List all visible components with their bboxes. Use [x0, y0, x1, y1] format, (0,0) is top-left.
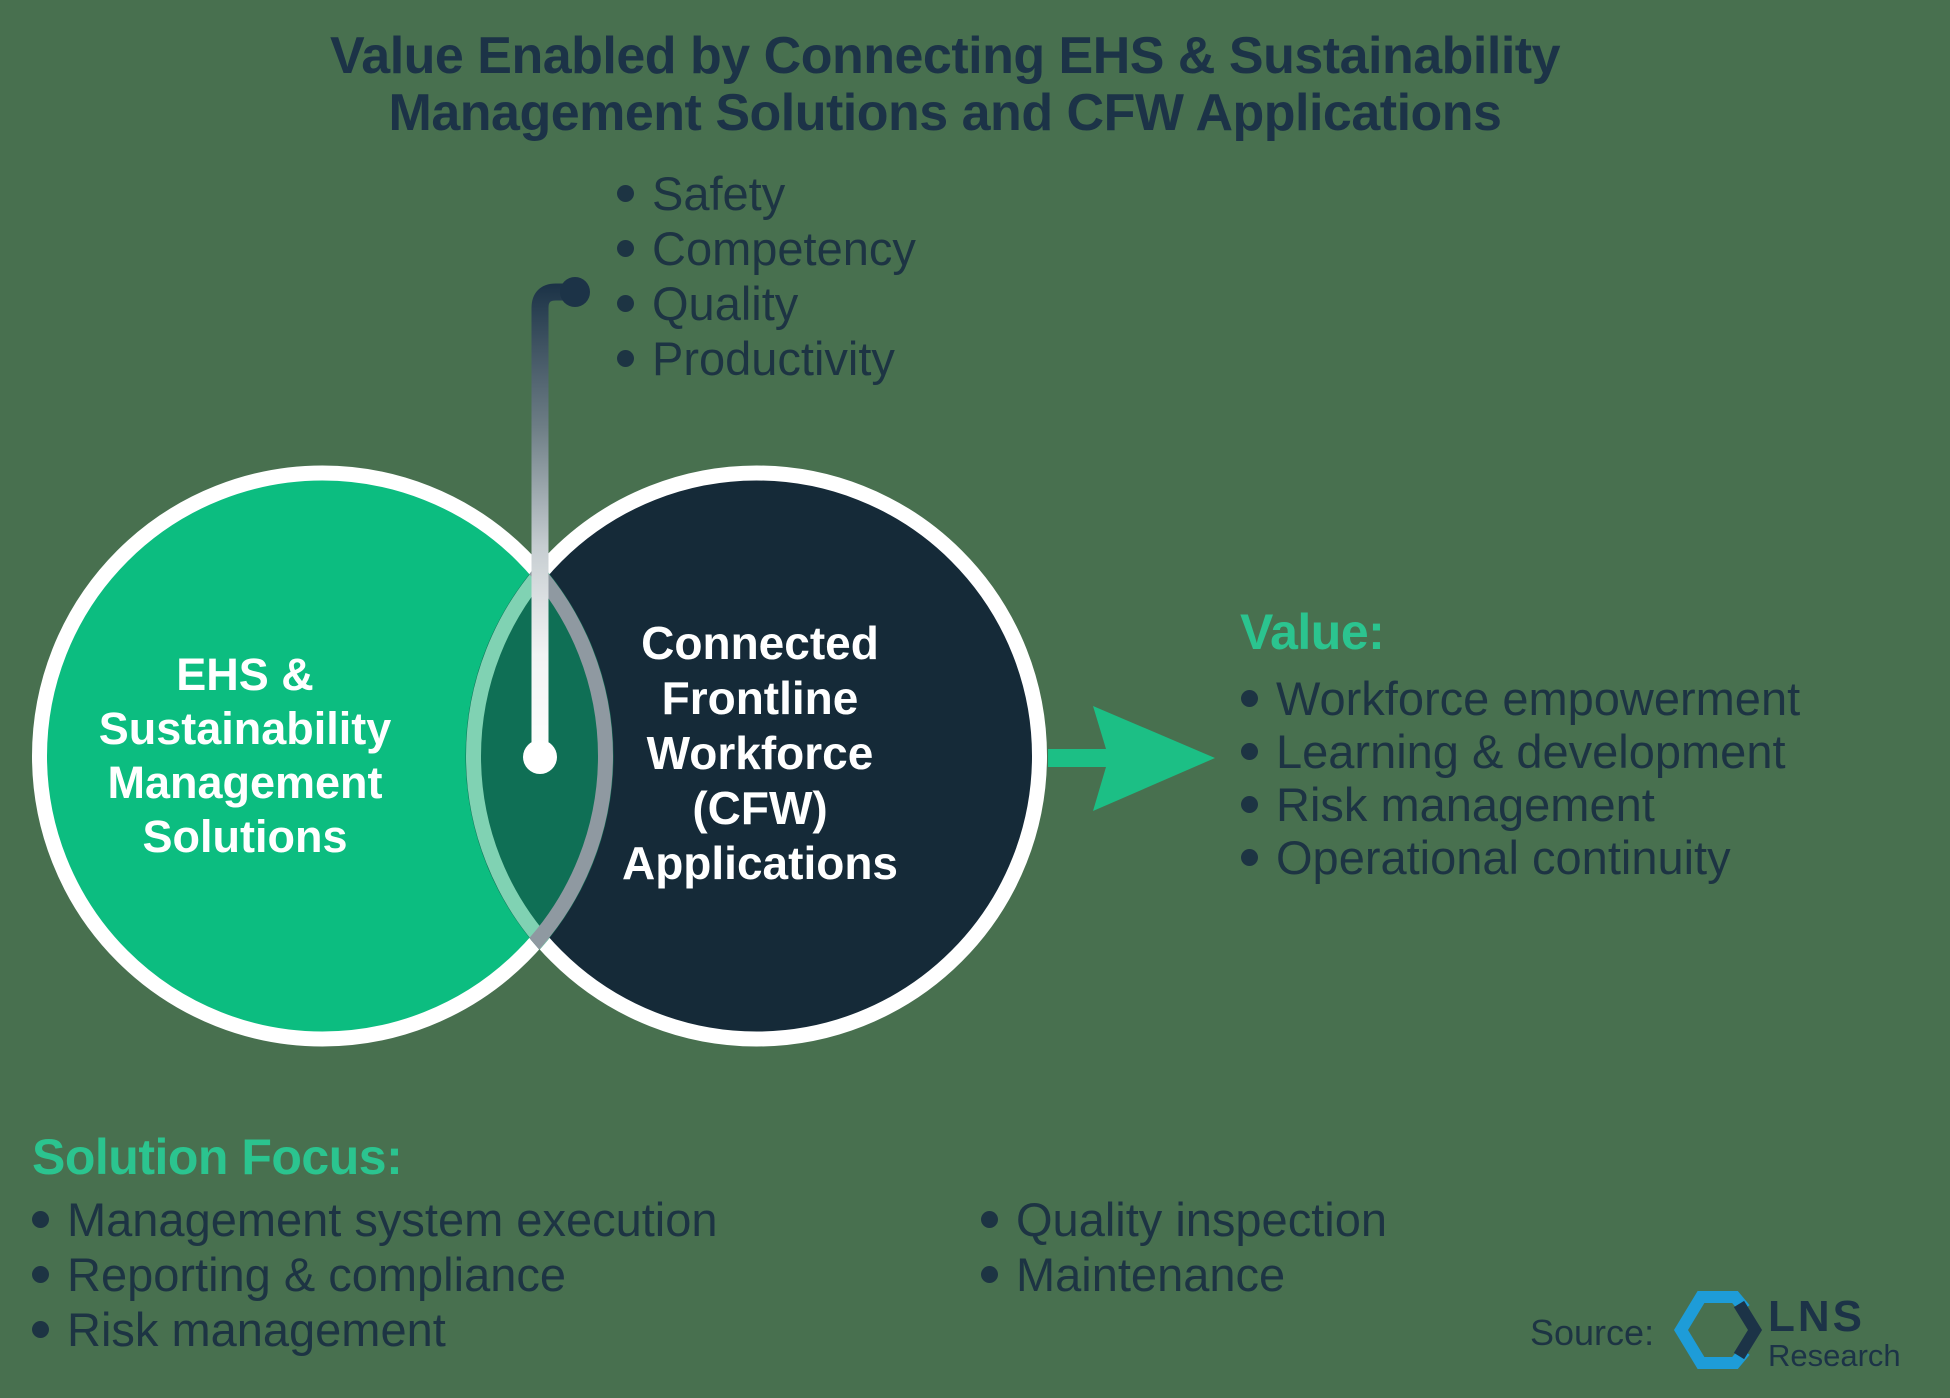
label-line: EHS & [176, 649, 314, 700]
list-item: Risk management [32, 1302, 718, 1357]
bullet-text: Learning & development [1276, 725, 1786, 778]
list-item: Learning & development [1241, 725, 1800, 778]
label-line: Management [107, 757, 383, 808]
bullet-dot-icon [617, 185, 634, 202]
list-item: Safety [617, 166, 916, 221]
connector-top-dot [560, 277, 590, 307]
logo-hexagon [1673, 1291, 1750, 1369]
list-item: Maintenance [981, 1247, 1387, 1302]
overlap-bullet-list: Safety Competency Quality Productivity [617, 166, 916, 386]
bullet-text: Management system execution [67, 1193, 718, 1246]
list-item: Productivity [617, 331, 916, 386]
list-item: Risk management [1241, 778, 1800, 831]
list-item: Quality inspection [981, 1192, 1387, 1247]
solution-focus-heading: Solution Focus: [32, 1129, 403, 1185]
source-label: Source: [1530, 1312, 1655, 1353]
bullet-text: Risk management [1276, 778, 1655, 831]
connector-line [531, 283, 573, 757]
list-item: Management system execution [32, 1192, 718, 1247]
bullet-text: Maintenance [1016, 1248, 1286, 1301]
title-line-1: Value Enabled by Connecting EHS & Sustai… [329, 27, 1561, 85]
value-heading: Value: [1240, 604, 1385, 660]
bullet-dot-icon [981, 1266, 998, 1283]
overlap-right-border [465, 465, 613, 1047]
bullet-text: Workforce empowerment [1276, 672, 1801, 725]
page-title: Value Enabled by Connecting EHS & Sustai… [0, 28, 1890, 142]
list-item: Workforce empowerment [1241, 672, 1800, 725]
bullet-dot-icon [1241, 796, 1258, 813]
list-item: Reporting & compliance [32, 1247, 718, 1302]
list-item: Operational continuity [1241, 831, 1800, 884]
overlap-left-border [466, 465, 614, 1047]
label-line: Applications [621, 837, 899, 889]
logo-chevron [1733, 1300, 1763, 1360]
label-line: Connected [641, 617, 879, 669]
bullet-dot-icon [1241, 849, 1258, 866]
value-bullet-list: Workforce empowerment Learning & develop… [1241, 672, 1800, 884]
bullet-dot-icon [32, 1321, 49, 1338]
logo-brand-subname: Research [1768, 1338, 1901, 1373]
bullet-text: Operational continuity [1276, 831, 1731, 884]
bullet-dot-icon [32, 1266, 49, 1283]
bullet-dot-icon [1241, 743, 1258, 760]
bullet-text: Quality [652, 277, 799, 330]
solution-focus-right-list: Quality inspection Maintenance [981, 1192, 1387, 1302]
label-line: Sustainability [98, 703, 392, 754]
value-arrow-icon [1048, 706, 1215, 811]
label-line: Frontline [661, 672, 859, 724]
bullet-text: Reporting & compliance [67, 1248, 566, 1301]
bullet-dot-icon [617, 295, 634, 312]
bullet-text: Risk management [67, 1303, 446, 1356]
solution-focus-left-list: Management system execution Reporting & … [32, 1192, 718, 1357]
bullet-dot-icon [617, 240, 634, 257]
bullet-text: Competency [652, 222, 916, 275]
label-line: Workforce [646, 727, 874, 779]
connector-bottom-dot [523, 740, 557, 774]
hexagon-chevron-icon [1673, 1291, 1763, 1369]
logo-brand-name: LNS [1768, 1292, 1865, 1341]
bullet-text: Quality inspection [1016, 1193, 1387, 1246]
bullet-dot-icon [981, 1211, 998, 1228]
list-item: Competency [617, 221, 916, 276]
bullet-text: Safety [652, 167, 786, 220]
bullet-dot-icon [1241, 690, 1258, 707]
bullet-text: Productivity [652, 332, 895, 385]
bullet-dot-icon [617, 350, 634, 367]
label-line: Solutions [142, 811, 348, 862]
title-line-2: Management Solutions and CFW Application… [388, 84, 1502, 142]
label-line: (CFW) [692, 782, 828, 834]
bullet-dot-icon [32, 1211, 49, 1228]
list-item: Quality [617, 276, 916, 331]
